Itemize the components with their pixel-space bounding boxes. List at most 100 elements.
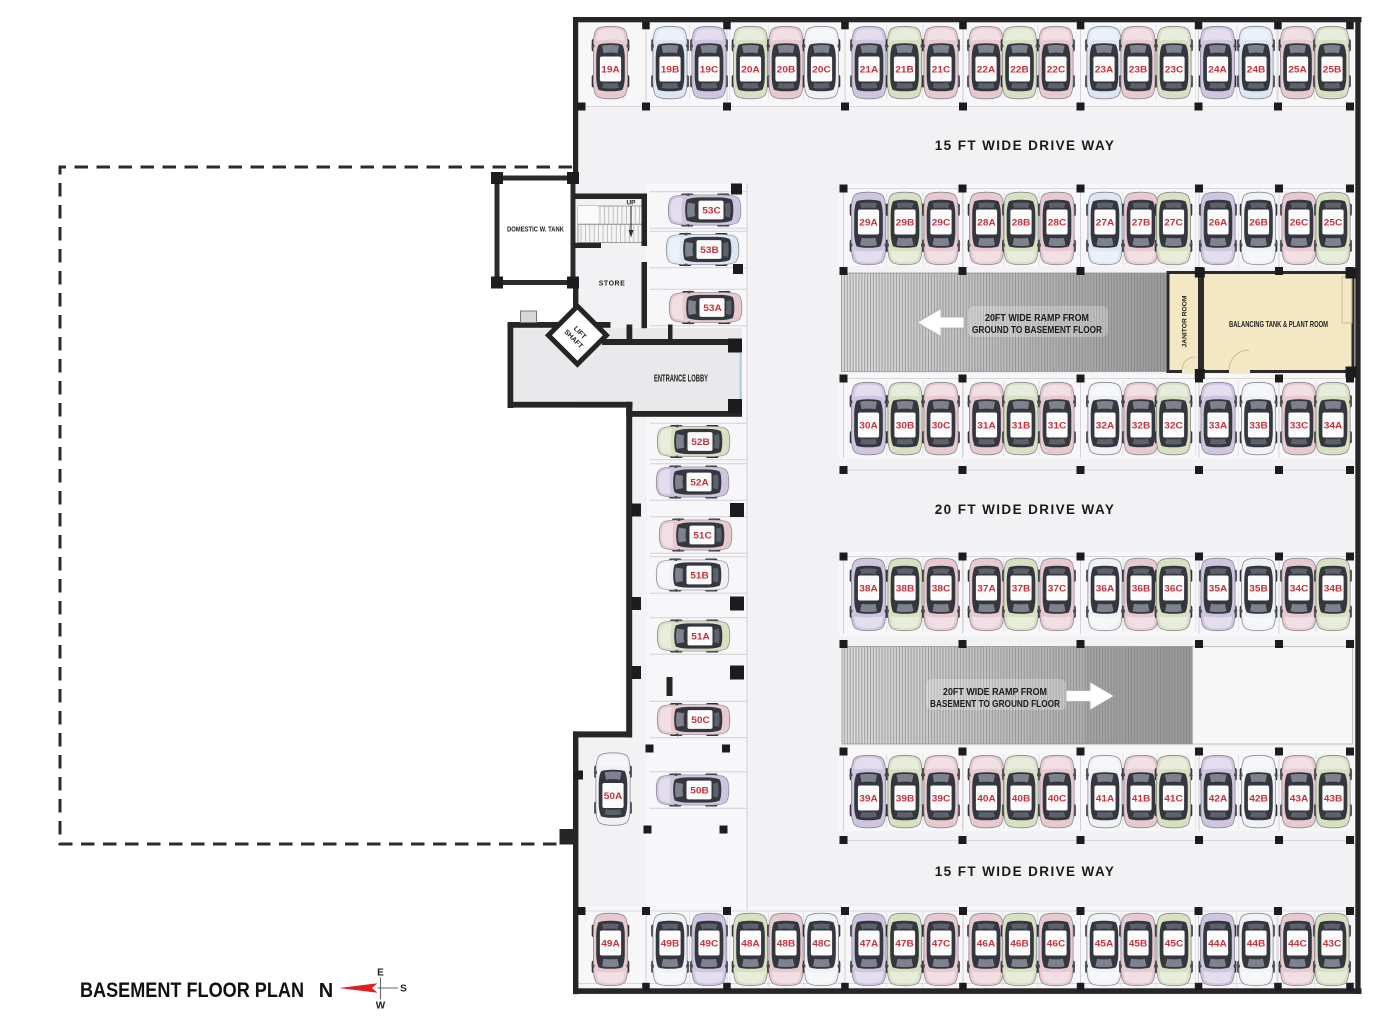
svg-text:52A: 52A <box>690 478 709 489</box>
svg-text:30A: 30A <box>859 421 878 432</box>
svg-text:38B: 38B <box>896 584 915 595</box>
svg-text:BASEMENT TO GROUND FLOOR: BASEMENT TO GROUND FLOOR <box>930 698 1060 710</box>
svg-text:S: S <box>400 984 407 995</box>
svg-text:46A: 46A <box>977 939 996 950</box>
svg-text:44A: 44A <box>1208 939 1227 950</box>
svg-text:40A: 40A <box>977 794 996 805</box>
svg-text:31B: 31B <box>1012 421 1031 432</box>
svg-text:45C: 45C <box>1165 939 1184 950</box>
svg-text:32A: 32A <box>1096 421 1115 432</box>
svg-text:UP: UP <box>626 200 636 207</box>
svg-text:53B: 53B <box>700 245 719 256</box>
svg-text:20 FT WIDE DRIVE WAY: 20 FT WIDE DRIVE WAY <box>935 502 1116 517</box>
svg-text:38A: 38A <box>859 584 878 595</box>
svg-text:BASEMENT FLOOR PLAN: BASEMENT FLOOR PLAN <box>80 978 304 1002</box>
svg-text:20FT WIDE RAMP FROM: 20FT WIDE RAMP FROM <box>985 312 1089 324</box>
svg-text:48A: 48A <box>741 939 760 950</box>
svg-text:50B: 50B <box>690 786 709 797</box>
svg-text:43A: 43A <box>1290 794 1309 805</box>
svg-text:27B: 27B <box>1132 218 1151 229</box>
svg-text:41C: 41C <box>1164 794 1183 805</box>
svg-text:52B: 52B <box>691 437 710 448</box>
svg-text:28C: 28C <box>1048 218 1067 229</box>
svg-text:BALANCING TANK & PLANT ROOM: BALANCING TANK & PLANT ROOM <box>1229 319 1328 329</box>
svg-text:35A: 35A <box>1209 584 1228 595</box>
svg-text:46B: 46B <box>1010 939 1029 950</box>
svg-text:STORE: STORE <box>599 281 626 288</box>
svg-text:53A: 53A <box>703 303 722 314</box>
svg-text:22C: 22C <box>1047 65 1066 76</box>
svg-text:24A: 24A <box>1208 65 1227 76</box>
svg-text:33C: 33C <box>1290 421 1309 432</box>
svg-text:49A: 49A <box>601 939 620 950</box>
svg-text:39C: 39C <box>932 794 951 805</box>
svg-text:21A: 21A <box>860 65 879 76</box>
svg-text:22A: 22A <box>977 65 996 76</box>
svg-text:19A: 19A <box>601 65 620 76</box>
svg-text:50A: 50A <box>604 791 623 802</box>
svg-text:51C: 51C <box>693 531 712 542</box>
svg-text:19C: 19C <box>700 65 719 76</box>
svg-text:GROUND TO BASEMENT FLOOR: GROUND TO BASEMENT FLOOR <box>972 324 1102 336</box>
svg-text:20FT WIDE RAMP FROM: 20FT WIDE RAMP FROM <box>943 686 1047 698</box>
svg-text:49B: 49B <box>661 939 680 950</box>
svg-text:19B: 19B <box>661 65 680 76</box>
svg-text:34A: 34A <box>1324 421 1343 432</box>
svg-text:42B: 42B <box>1249 794 1268 805</box>
svg-text:35B: 35B <box>1249 584 1268 595</box>
svg-text:20C: 20C <box>812 65 831 76</box>
svg-text:31A: 31A <box>977 421 996 432</box>
svg-text:44C: 44C <box>1288 939 1307 950</box>
svg-text:27C: 27C <box>1164 218 1183 229</box>
svg-text:15 FT WIDE DRIVE WAY: 15 FT WIDE DRIVE WAY <box>935 864 1116 879</box>
svg-text:23A: 23A <box>1095 65 1114 76</box>
svg-text:26A: 26A <box>1209 218 1228 229</box>
svg-text:20A: 20A <box>741 65 760 76</box>
svg-text:15 FT WIDE DRIVE WAY: 15 FT WIDE DRIVE WAY <box>935 138 1116 153</box>
svg-text:42A: 42A <box>1209 794 1228 805</box>
svg-text:38C: 38C <box>932 584 951 595</box>
svg-text:40C: 40C <box>1048 794 1067 805</box>
svg-text:24B: 24B <box>1247 65 1266 76</box>
svg-text:33A: 33A <box>1209 421 1228 432</box>
svg-text:28A: 28A <box>977 218 996 229</box>
svg-text:43C: 43C <box>1323 939 1342 950</box>
svg-text:48C: 48C <box>812 939 831 950</box>
svg-text:37B: 37B <box>1012 584 1031 595</box>
svg-text:27A: 27A <box>1096 218 1115 229</box>
svg-text:39B: 39B <box>896 794 915 805</box>
svg-text:E: E <box>377 968 384 979</box>
svg-text:JANITOR ROOM: JANITOR ROOM <box>1182 296 1189 348</box>
svg-text:21C: 21C <box>932 65 951 76</box>
svg-text:45A: 45A <box>1095 939 1114 950</box>
svg-text:36A: 36A <box>1096 584 1115 595</box>
svg-text:41A: 41A <box>1096 794 1115 805</box>
svg-text:25B: 25B <box>1323 65 1342 76</box>
svg-text:41B: 41B <box>1132 794 1151 805</box>
svg-text:25A: 25A <box>1288 65 1307 76</box>
svg-text:29C: 29C <box>932 218 951 229</box>
svg-text:32C: 32C <box>1164 421 1183 432</box>
svg-text:53C: 53C <box>702 206 721 217</box>
svg-text:46C: 46C <box>1047 939 1066 950</box>
svg-text:39A: 39A <box>859 794 878 805</box>
svg-text:43B: 43B <box>1324 794 1343 805</box>
svg-text:47B: 47B <box>895 939 914 950</box>
svg-text:26C: 26C <box>1290 218 1309 229</box>
svg-text:40B: 40B <box>1012 794 1031 805</box>
svg-text:ENTRANCE LOBBY: ENTRANCE LOBBY <box>654 374 708 385</box>
svg-text:45B: 45B <box>1129 939 1148 950</box>
svg-text:51A: 51A <box>691 632 710 643</box>
svg-text:22B: 22B <box>1010 65 1029 76</box>
svg-text:50C: 50C <box>691 715 710 726</box>
svg-text:23B: 23B <box>1129 65 1148 76</box>
svg-text:21B: 21B <box>895 65 914 76</box>
svg-text:37A: 37A <box>977 584 996 595</box>
svg-text:34B: 34B <box>1324 584 1343 595</box>
svg-text:36C: 36C <box>1164 584 1183 595</box>
svg-text:49C: 49C <box>700 939 719 950</box>
svg-text:25C: 25C <box>1324 218 1343 229</box>
svg-text:44B: 44B <box>1247 939 1266 950</box>
svg-text:29A: 29A <box>859 218 878 229</box>
svg-text:W: W <box>376 1001 386 1012</box>
